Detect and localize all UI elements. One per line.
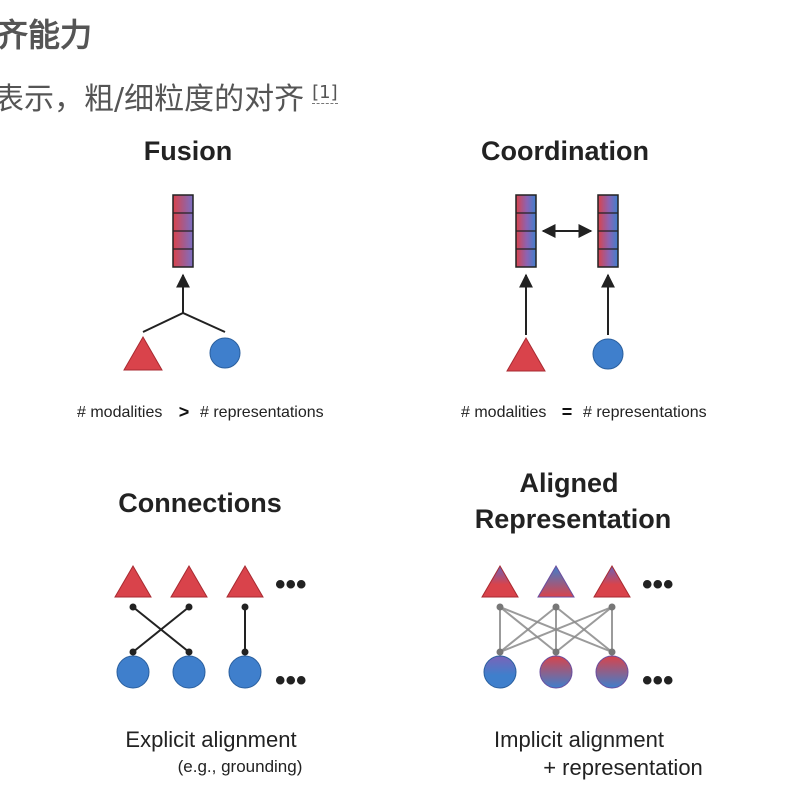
coordination-modalities-note: # modalities — [461, 404, 546, 421]
gradient-vector-left-icon — [515, 194, 537, 268]
implicit-connection-nodes — [496, 603, 616, 656]
aligned-subcaption: + representation — [543, 755, 703, 780]
connections-caption: Explicit alignment — [125, 727, 296, 752]
blue-circle-icon — [209, 337, 241, 369]
fusion-merge-lines — [142, 311, 226, 333]
red-triangle-icon — [226, 565, 264, 598]
coordination-representations-note: # representations — [583, 404, 707, 421]
page-subtitle: 表示，粗/细粒度的对齐 [1] — [0, 74, 338, 118]
aligned-caption: Implicit alignment — [494, 727, 664, 752]
red-triangle-icon — [506, 336, 546, 372]
subtitle-text: 表示，粗/细粒度的对齐 — [0, 82, 305, 117]
fusion-representations-note: # representations — [200, 404, 324, 421]
coordination-title: Coordination — [481, 136, 649, 166]
gradient-circle-icon — [539, 655, 573, 689]
gradient-triangle-icon — [481, 565, 519, 598]
red-triangle-icon — [114, 565, 152, 598]
gradient-circle-icon — [483, 655, 517, 689]
fusion-operator: > — [179, 402, 190, 422]
red-triangle-icon — [123, 335, 163, 371]
gradient-circle-icon — [595, 655, 629, 689]
blue-circle-icon — [592, 338, 624, 370]
aligned-representation-panel: Aligned Representation ••• ••• — [475, 468, 703, 780]
gradient-vector-right-icon — [597, 194, 619, 268]
connections-title: Connections — [118, 488, 282, 518]
explicit-connection-lines — [129, 603, 249, 656]
more-modalities-dots: ••• — [275, 664, 307, 697]
blue-circle-icon — [172, 655, 206, 689]
gradient-vector-icon — [172, 194, 194, 268]
aligned-title-line2: Representation — [475, 504, 672, 534]
blue-circle-icon — [228, 655, 262, 689]
more-modalities-dots: ••• — [275, 568, 307, 601]
coordination-operator: = — [562, 402, 573, 422]
red-triangle-icon — [170, 565, 208, 598]
more-modalities-dots: ••• — [642, 664, 674, 697]
blue-circle-icon — [116, 655, 150, 689]
more-modalities-dots: ••• — [642, 568, 674, 601]
fusion-title: Fusion — [144, 136, 233, 166]
gradient-triangle-icon — [537, 565, 575, 598]
coordination-panel: Coordination # modalities = # representa… — [461, 136, 707, 422]
connections-panel: Connections ••• ••• Explicit alignment (… — [114, 488, 307, 776]
aligned-title-line1: Aligned — [520, 468, 619, 498]
fusion-panel: Fusion # modalities > # representations — [77, 136, 324, 422]
connections-subcaption: (e.g., grounding) — [178, 757, 303, 776]
page-title: 齐能力 — [0, 16, 93, 54]
citation-link[interactable]: [1] — [312, 82, 338, 104]
gradient-triangle-icon — [593, 565, 631, 598]
implicit-connection-lines — [499, 606, 613, 653]
fusion-modalities-note: # modalities — [77, 404, 162, 421]
